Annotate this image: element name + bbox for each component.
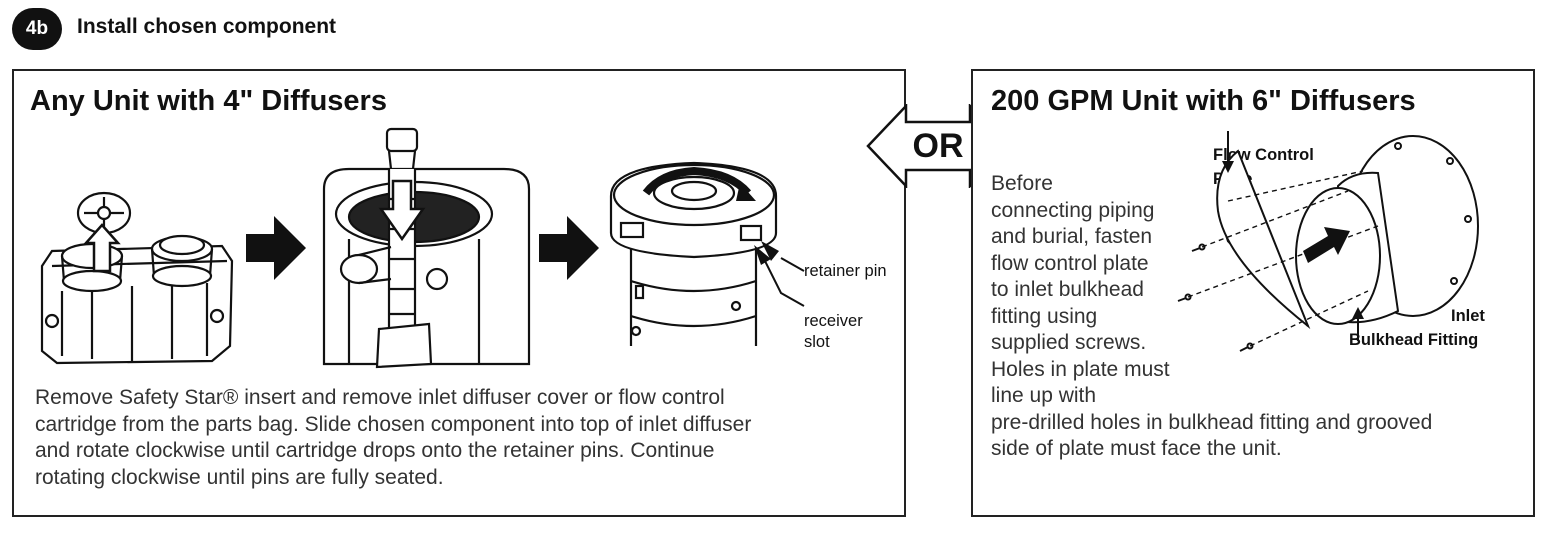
callout-receiver-slot-line2: slot [804, 333, 830, 351]
right-panel-title: 200 GPM Unit with 6" Diffusers [991, 85, 1416, 117]
diffuser-insertion-illustration [322, 127, 531, 369]
instruction-line: Holes in plate must [991, 357, 1170, 381]
instruction-line: pre-drilled holes in bulkhead fitting an… [991, 410, 1433, 434]
instruction-line: connecting piping [991, 198, 1155, 222]
left-panel-instructions: Remove Safety Star® insert and remove in… [35, 385, 751, 491]
step-arrow-icon [246, 216, 306, 280]
instruction-line: fitting using [991, 304, 1098, 328]
or-divider-label: OR [912, 126, 964, 165]
instruction-line: to inlet bulkhead [991, 278, 1144, 301]
instruction-line: and rotate clockwise until cartridge dro… [35, 439, 715, 462]
instruction-line: and burial, fasten [991, 225, 1153, 248]
step-title: Install chosen component [77, 15, 337, 38]
instruction-line: supplied screws. [991, 331, 1147, 354]
instruction-line: side of plate must face the unit. [991, 437, 1282, 460]
left-instruction-panel: Any Unit with 4" Diffusers [12, 69, 906, 517]
tank-illustration [40, 191, 234, 365]
callout-receiver-slot-line1: receiver [804, 312, 863, 330]
instruction-line: cartridge from the parts bag. Slide chos… [35, 412, 752, 436]
callout-inlet-line2: Bulkhead Fitting [1349, 331, 1479, 349]
step-arrow-icon [539, 216, 599, 280]
instruction-line: flow control plate [991, 251, 1149, 275]
right-instruction-panel: 200 GPM Unit with 6" Diffusers Before co… [971, 69, 1535, 517]
bulkhead-plate-illustration [1177, 131, 1479, 352]
left-panel-title: Any Unit with 4" Diffusers [30, 85, 387, 117]
callout-retainer-pin: retainer pin [804, 262, 887, 280]
instruction-line: Remove Safety Star® insert and remove in… [35, 386, 725, 409]
cartridge-rotation-illustration [609, 161, 805, 346]
right-panel-instructions: Before connecting piping and burial, fas… [991, 171, 1471, 463]
step-number-badge: 4b [12, 8, 62, 50]
instruction-line: rotating clockwise until pins are fully … [35, 465, 444, 489]
instruction-line: Before [991, 172, 1053, 195]
callout-inlet-line1: Inlet [1451, 307, 1485, 325]
instruction-line: line up with [991, 384, 1097, 407]
